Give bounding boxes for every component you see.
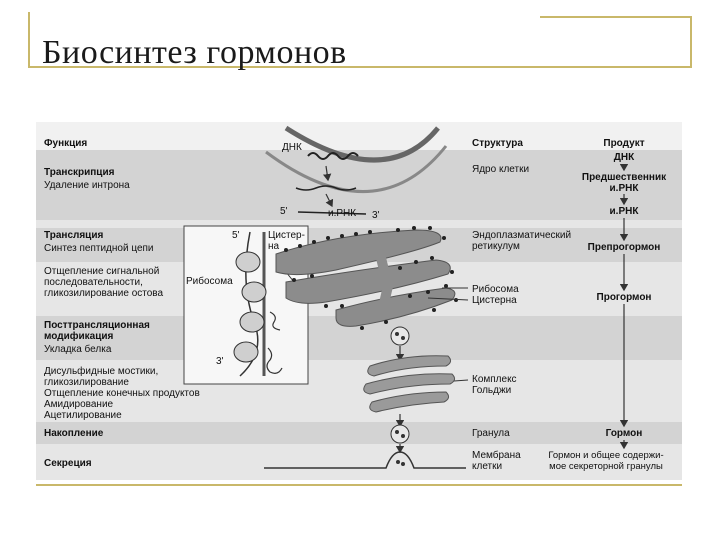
row-posttranslation-title: Посттрансляционная модификация: [44, 320, 150, 342]
slide-title: Биосинтез гормонов: [42, 34, 347, 71]
endoplasmic-reticulum: [275, 229, 456, 327]
band-transcription: [36, 150, 682, 220]
right-bar: [690, 16, 692, 68]
row-secretion-title: Секреция: [44, 458, 92, 469]
golgi-complex: [363, 355, 456, 413]
cell-diagram: [183, 125, 629, 469]
label-inset-ribosome: Рибосома: [186, 276, 233, 287]
product-preprohormone: Препрогормон: [587, 242, 661, 253]
leader-cistern: [427, 297, 469, 301]
product-prohormone: Прогормон: [596, 292, 652, 303]
row-posttranslation-text: Укладка белка: [44, 344, 112, 355]
structure-ribosome-cistern: Рибосома Цистерна: [472, 284, 519, 306]
structure-membrane: Мембрана клетки: [472, 450, 521, 472]
label-inset-cistern: Цистер- на: [268, 230, 305, 252]
top-right-line: [540, 16, 692, 18]
product-pre-mrna: Предшественник и.РНК: [581, 172, 667, 194]
row-translation-title: Трансляция: [44, 230, 104, 241]
nucleus-envelope: [265, 125, 448, 193]
label-five-prime: 5': [280, 206, 288, 217]
band-modifications: [36, 360, 682, 422]
product-mrna: и.РНК: [609, 206, 639, 217]
bottom-rule: [36, 484, 682, 486]
title-left-bar: [28, 12, 30, 68]
row-modifications-text: Дисульфидные мостики, гликозилирование О…: [44, 366, 200, 421]
title-underline: [28, 66, 692, 68]
ribosome-inset: [183, 225, 309, 385]
band-er-gap: [36, 220, 682, 228]
structure-granule: Гранула: [472, 428, 510, 439]
band-secretion: [36, 444, 682, 480]
band-storage: [36, 422, 682, 444]
structure-header: Структура: [472, 138, 523, 149]
dna-strand: [307, 152, 359, 160]
product-hormone-granule: Гормон и общее содержи- мое секреторной …: [548, 450, 664, 472]
label-three-prime: 3': [372, 210, 380, 221]
function-header: Функция: [44, 138, 88, 149]
secretory-granule: [390, 424, 410, 444]
transcription-arrow: [322, 165, 332, 182]
transport-vesicle: [390, 326, 410, 346]
label-dna: ДНК: [282, 142, 302, 153]
product-hormone: Гормон: [605, 428, 643, 439]
er-ribosome-dots: [284, 226, 458, 330]
row-translation-text: Синтез пептидной цепи: [44, 243, 154, 254]
label-mrna: и.РНК: [328, 208, 357, 219]
product-dna: ДНК: [613, 152, 635, 163]
hormone-biosynthesis-figure: Функция Транскрипция Удаление интрона Тр…: [36, 122, 682, 480]
structure-golgi: Комплекс Гольджи: [472, 374, 517, 396]
structure-nucleus: Ядро клетки: [472, 164, 530, 175]
row-signal-text: Отщепление сигнальной последовательности…: [44, 266, 164, 299]
row-storage-title: Накопление: [44, 428, 104, 439]
label-inset-three-prime: 3': [216, 356, 224, 367]
mrna-strand: [297, 211, 367, 215]
product-header: Продукт: [603, 138, 645, 149]
splicing-arrow: [325, 193, 334, 208]
cell-membrane: [264, 451, 466, 469]
row-transcription-title: Транскрипция: [44, 167, 115, 178]
row-transcription-text: Удаление интрона: [44, 180, 130, 191]
pre-mrna-strand: [295, 185, 357, 191]
structure-er: Эндоплазматический ретикулум: [472, 230, 572, 252]
label-inset-five-prime: 5': [232, 230, 240, 241]
